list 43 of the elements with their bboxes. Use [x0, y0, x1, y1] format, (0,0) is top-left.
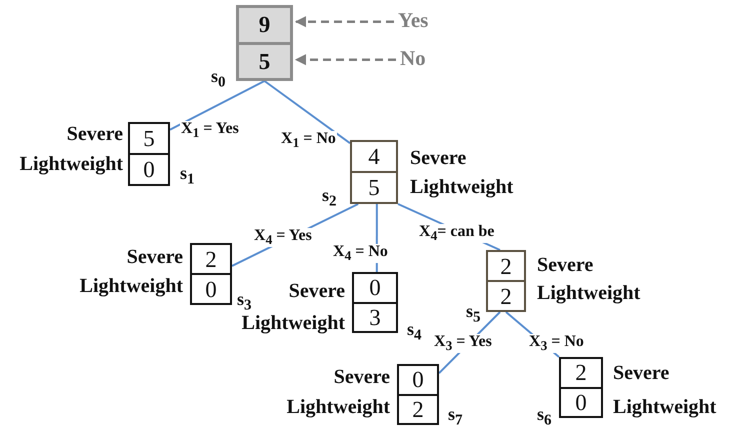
count-box [397, 364, 439, 425]
state-label: s$_{6}$ [537, 405, 552, 429]
state-label: s$_{4}$ [407, 320, 422, 344]
edge-label: X$_{4}$= can be [418, 224, 496, 244]
count-box [352, 272, 398, 333]
class-label: Severe [410, 148, 466, 168]
branch-line [170, 80, 265, 131]
count-box [128, 122, 170, 186]
answer-label: No [400, 48, 426, 69]
edge-label: X$_{3}$ = No [528, 334, 585, 354]
count-box [350, 140, 398, 204]
class-label: Severe [613, 363, 670, 383]
edge-label: X$_{3}$ = Yes [433, 334, 493, 354]
class-label: Severe [537, 255, 594, 275]
count-value: 9 [239, 8, 290, 42]
class-label: Lightweight [20, 154, 123, 174]
class-label: Lightweight [80, 276, 183, 296]
class-label: Lightweight [242, 313, 345, 333]
answer-label: Yes [398, 10, 428, 31]
state-label: s$_{7}$ [448, 405, 463, 429]
class-label: Lightweight [286, 397, 390, 417]
class-label: Lightweight [537, 283, 640, 303]
count-box [486, 250, 526, 312]
class-label: Severe [66, 124, 123, 144]
edge-label: X$_{4}$ = Yes [253, 228, 313, 248]
state-label: s$_{5}$ [466, 302, 481, 326]
state-label: s$_{1}$ [180, 164, 195, 188]
state-label: s$_{3}$ [237, 290, 252, 314]
dashed-arrow [294, 16, 394, 28]
state-label: s$_{0}$ [211, 67, 226, 91]
count-box [190, 243, 232, 305]
class-label: Lightweight [613, 397, 716, 417]
branch-line [264, 80, 351, 144]
state-label: s$_{2}$ [322, 186, 337, 210]
count-box [236, 5, 293, 81]
class-label: Severe [288, 281, 345, 301]
class-label: Lightweight [410, 177, 514, 197]
count-value: 5 [239, 42, 290, 78]
class-label: Severe [334, 367, 390, 387]
dashed-arrow [294, 54, 396, 66]
edge-label: X$_{4}$ = No [332, 244, 389, 264]
count-box [559, 357, 603, 418]
class-label: Severe [126, 247, 183, 267]
